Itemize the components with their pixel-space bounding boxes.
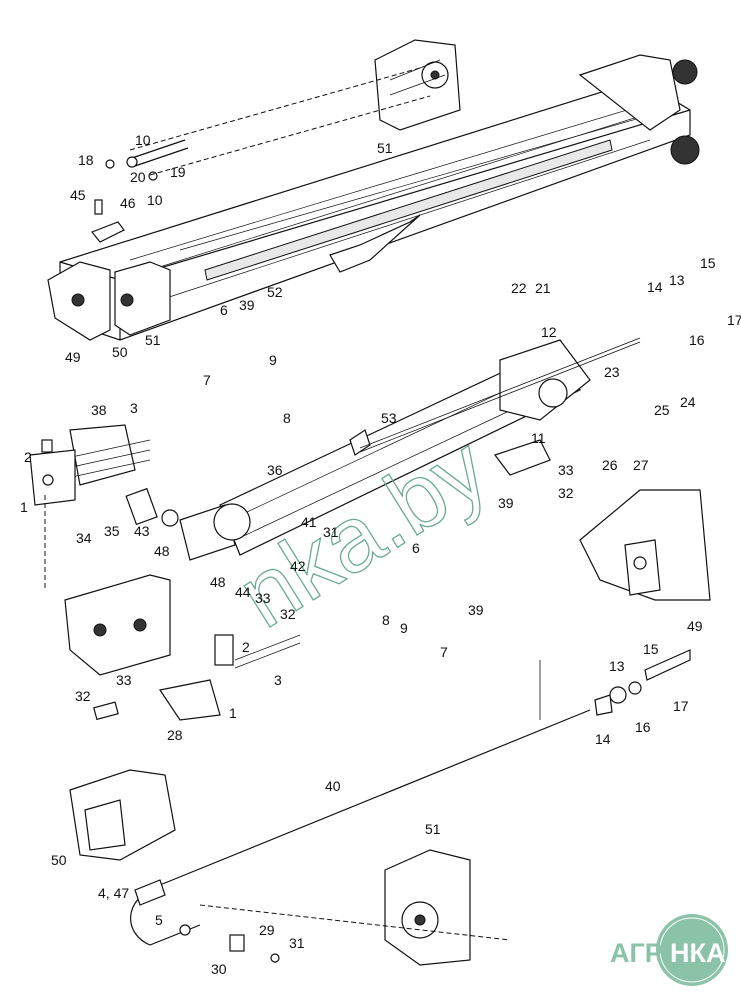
callout: 48 [154,543,170,559]
callout: 14 [647,279,663,295]
bracket-right [579,489,711,601]
callout: 1 [20,499,28,515]
callout: 3 [130,400,138,416]
callout: 2 [242,639,250,655]
agronka-logo: АГРО НКА [610,914,728,986]
callout: 13 [609,658,625,674]
callout: 15 [700,255,716,271]
callout: 10 [135,132,151,148]
callout: 8 [382,612,390,628]
bracket-50 [69,769,176,861]
small-parts [130,879,511,963]
callout: 39 [468,602,484,618]
callout: 7 [203,372,211,388]
callout: 10 [147,192,163,208]
callout: 14 [595,731,611,747]
callout: 19 [170,164,186,180]
callout: 42 [290,558,306,574]
main-beam [47,54,700,341]
callout: 30 [211,961,227,977]
callout: 12 [541,324,557,340]
callout: 9 [269,352,277,368]
callout: 44 [235,584,251,600]
callout: 17 [727,312,741,328]
callout: 21 [535,280,551,296]
callout: 40 [325,778,341,794]
callout: 46 [120,195,136,211]
callout: 33 [558,462,574,478]
rod [159,649,691,886]
callout: 51 [145,332,161,348]
callout: 28 [167,727,183,743]
callout: 6 [220,302,228,318]
callout: 48 [210,574,226,590]
callout: 9 [400,620,408,636]
callout: 53 [381,410,397,426]
callout: 23 [604,364,620,380]
callouts: 10 18 20 19 45 46 10 51 52 49 50 51 6 39… [20,132,741,977]
callout: 16 [635,719,651,735]
callout: 25 [654,402,670,418]
callout: 24 [680,394,696,410]
callout: 17 [673,698,689,714]
callout: 26 [602,457,618,473]
callout: 39 [498,495,514,511]
callout: 13 [669,272,685,288]
callout: 6 [412,540,420,556]
bracket-51 [384,849,471,966]
callout: 11 [531,430,546,446]
lower-tube [179,337,641,561]
logo-right-text: НКА [670,938,725,968]
callout: 18 [78,152,94,168]
callout: 41 [301,514,317,530]
callout: 29 [259,922,275,938]
callout: 52 [267,284,283,300]
callout: 8 [283,410,291,426]
callout: 49 [65,349,81,365]
callout: 51 [425,821,441,837]
logo-left-text: АГРО [610,938,683,968]
callout: 31 [289,935,305,951]
callout: 1 [229,705,237,721]
callout: 34 [76,530,92,546]
callout: 33 [255,590,271,606]
callout: 43 [134,523,150,539]
upper-pins [91,67,431,243]
callout: 38 [91,402,107,418]
callout: 39 [239,297,255,313]
callout: 45 [70,187,86,203]
callout: 32 [558,485,574,501]
callout: 49 [687,618,703,634]
callout: 51 [377,140,393,156]
callout: 31 [323,524,339,540]
callout: 20 [130,169,146,185]
callout: 36 [267,462,283,478]
callout: 50 [112,344,128,360]
fork-left [29,424,179,527]
callout: 32 [280,606,296,622]
callout: 16 [689,332,705,348]
callout: 2 [24,449,32,465]
callout: 4, 47 [98,885,129,901]
callout: 32 [75,688,91,704]
callout: 50 [51,852,67,868]
callout: 33 [116,672,132,688]
callout: 7 [440,644,448,660]
callout: 22 [511,280,527,296]
callout: 3 [274,672,282,688]
callout: 35 [104,523,120,539]
callout: 27 [633,457,649,473]
cover-plate [374,39,461,131]
bracket-left [44,495,301,721]
callout: 5 [155,912,163,928]
callout: 15 [643,641,659,657]
